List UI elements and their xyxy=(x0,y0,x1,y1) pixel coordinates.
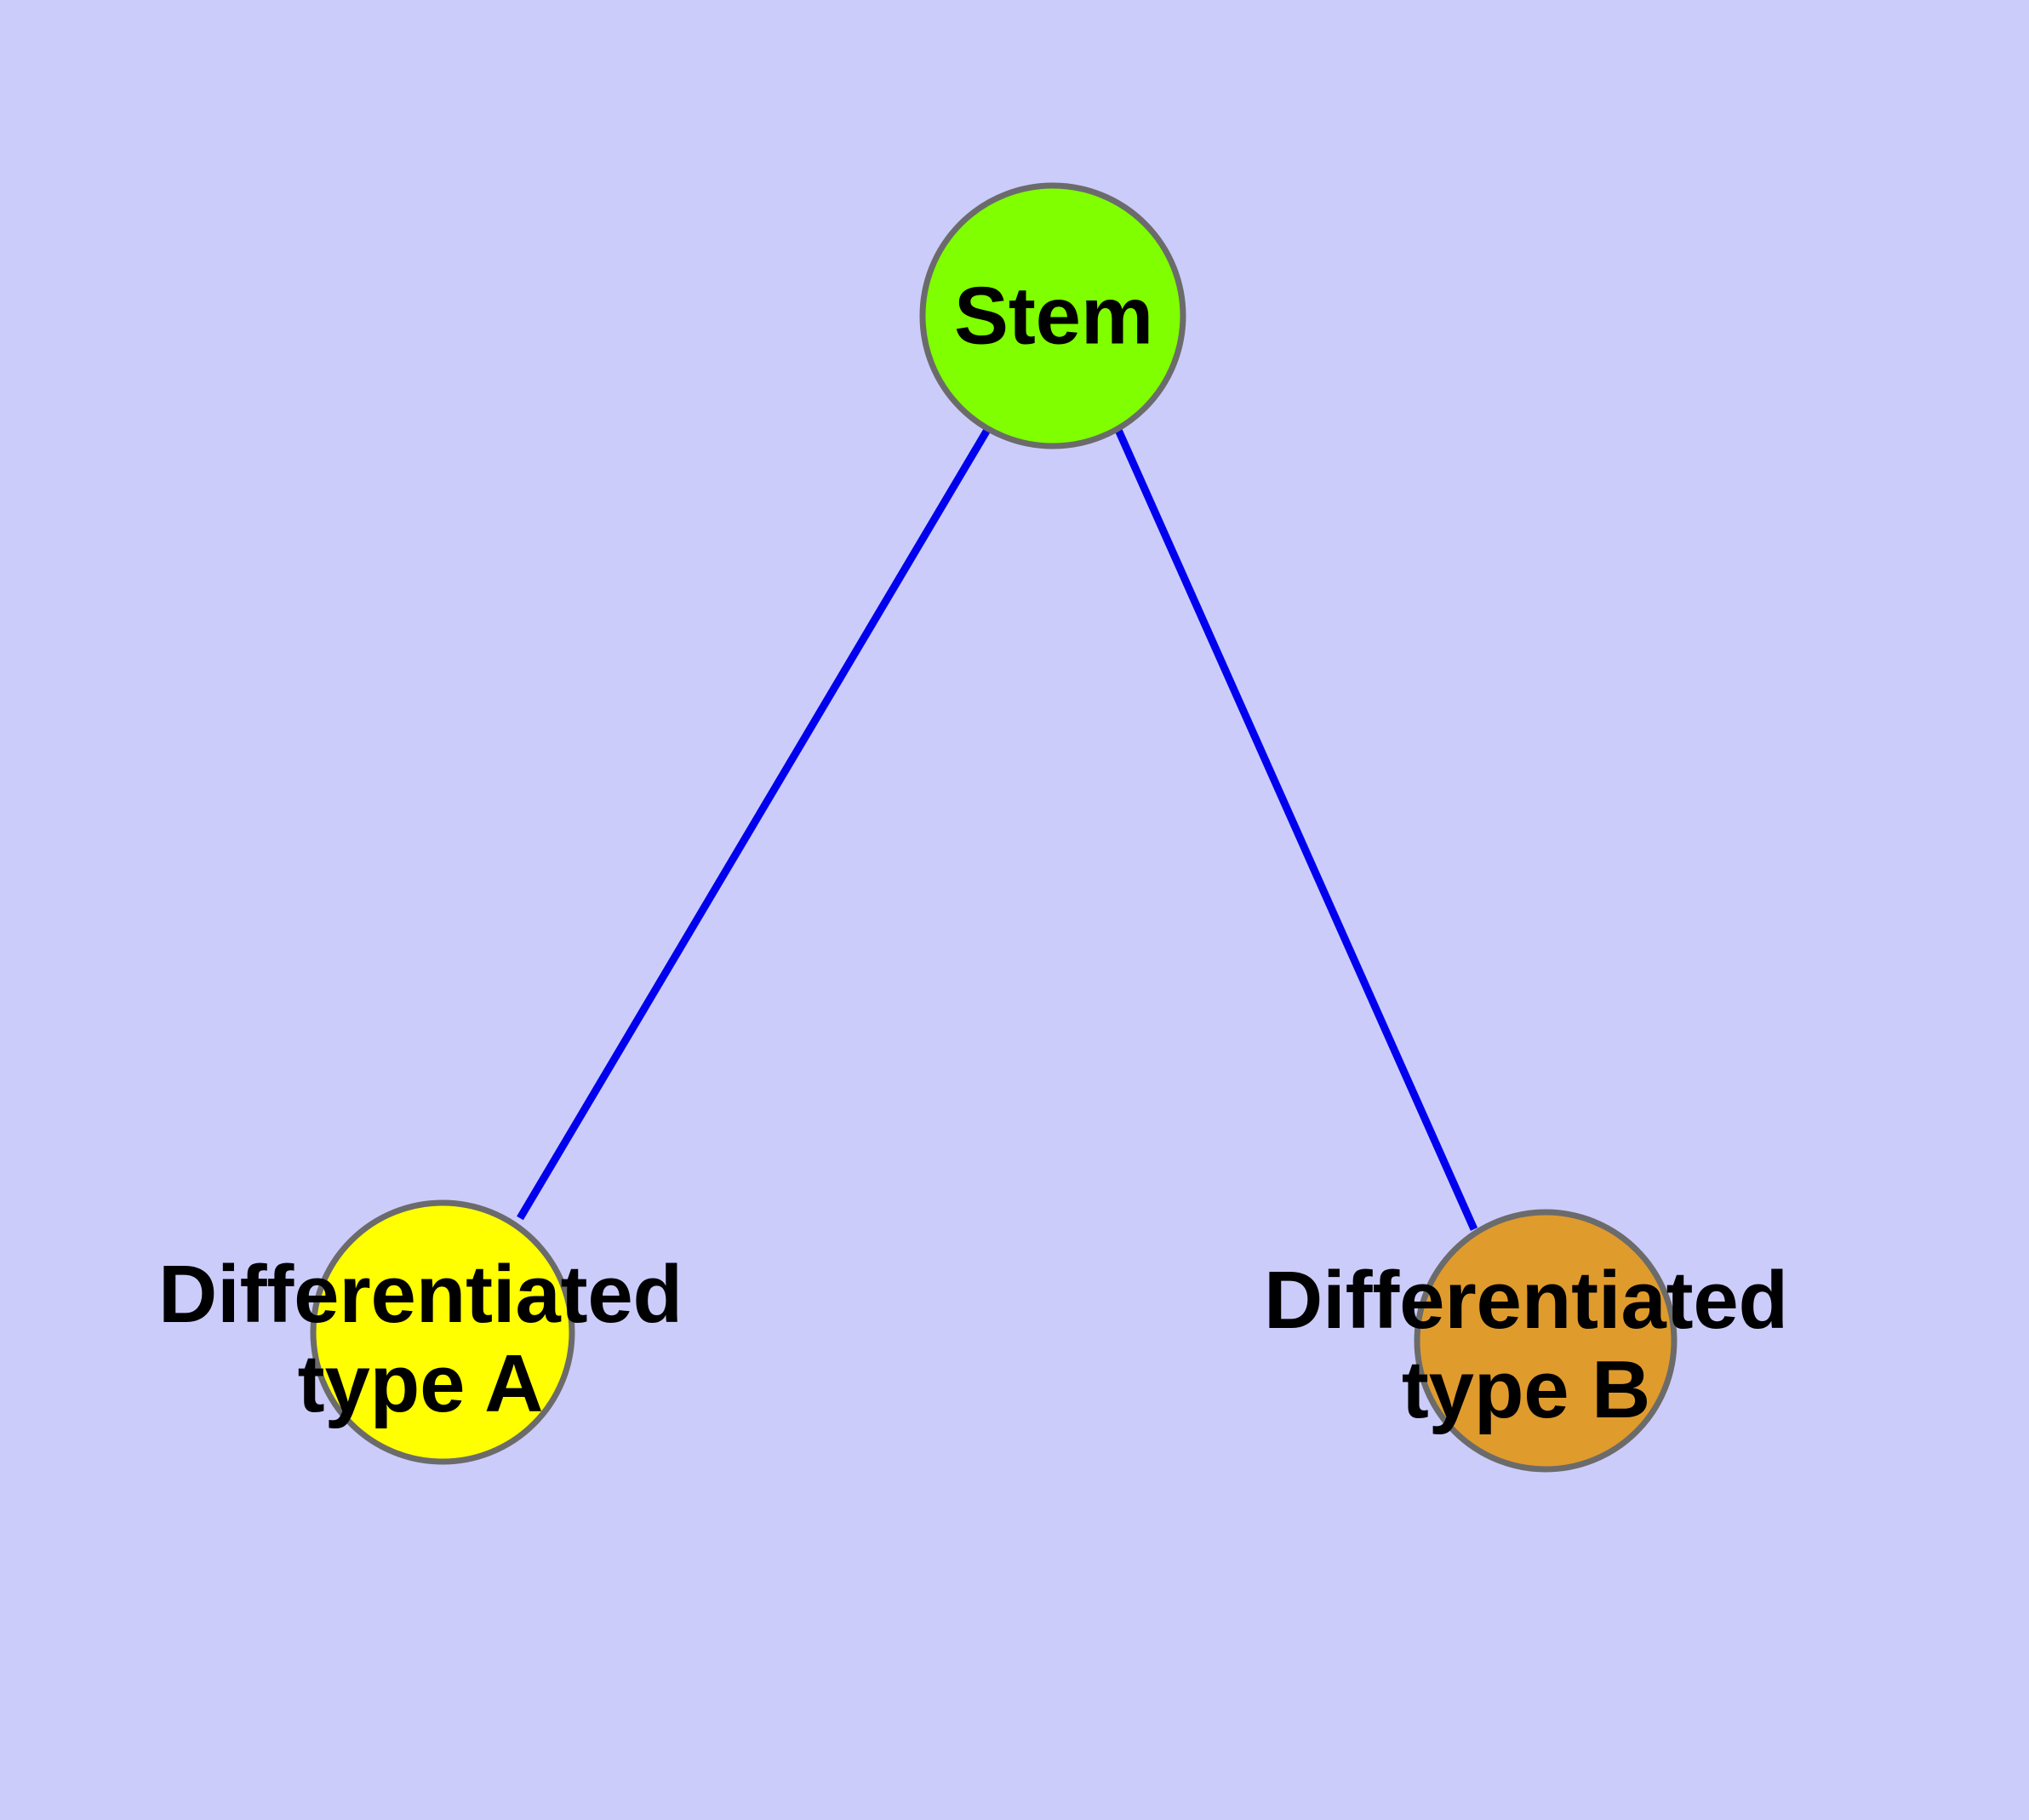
nodes-layer xyxy=(310,182,1677,1473)
edges-layer xyxy=(517,427,1478,1231)
graph-node-diff_b[interactable] xyxy=(1414,1209,1677,1473)
graph-edge-stem-to-diff_a xyxy=(517,427,991,1221)
graph-node-diff_a[interactable] xyxy=(310,1199,575,1465)
graph-edge-stem-to-diff_b xyxy=(1114,428,1478,1231)
graph-node-stem[interactable] xyxy=(919,182,1186,449)
